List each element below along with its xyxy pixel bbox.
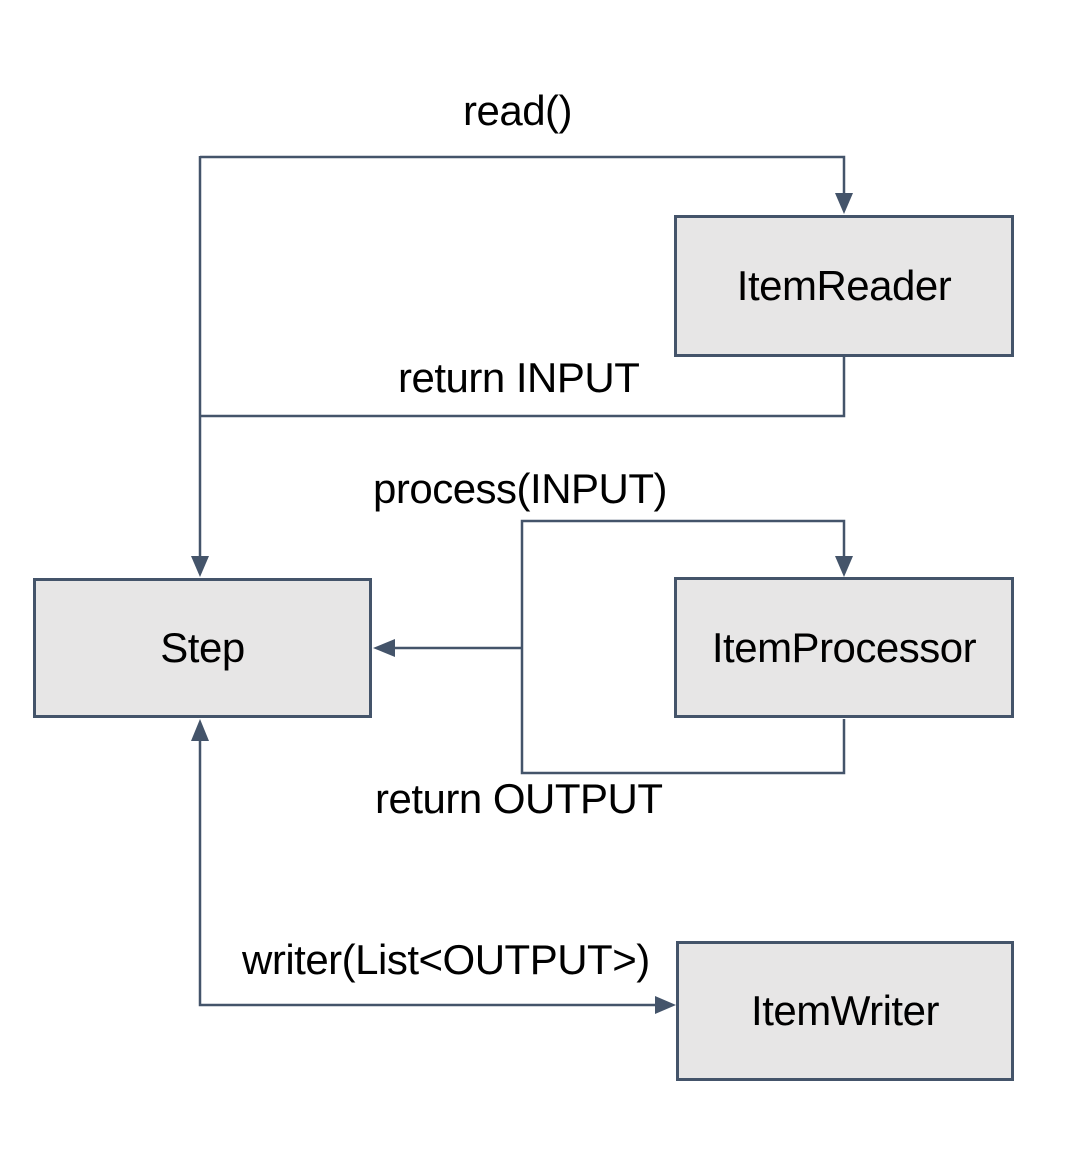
arrowhead-process-into-itemprocessor-icon [835, 556, 853, 577]
arrowhead-write-back-into-step-icon [191, 719, 209, 741]
edge-label-return-output: return OUTPUT [375, 775, 663, 822]
node-step: Step [33, 578, 372, 718]
node-step-label: Step [160, 624, 245, 671]
edge-return-input-line [200, 356, 846, 418]
edge-label-process: process(INPUT) [373, 465, 668, 512]
arrowhead-return-output-into-step-icon [373, 639, 395, 657]
edge-write-line [198, 740, 655, 1007]
node-item-processor: ItemProcessor [674, 577, 1014, 718]
node-item-writer: ItemWriter [676, 941, 1014, 1081]
node-item-writer-label: ItemWriter [751, 987, 939, 1034]
arrowhead-write-into-itemwriter-icon [655, 996, 676, 1014]
node-item-reader: ItemReader [674, 215, 1014, 357]
node-item-reader-label: ItemReader [736, 262, 952, 309]
arrowhead-read-into-itemreader-icon [835, 193, 853, 214]
arrowhead-return-input-into-step-icon [191, 556, 209, 577]
edge-read-line [200, 155, 846, 196]
edge-label-return-input: return INPUT [398, 354, 640, 401]
edge-label-write: writer(List<OUTPUT>) [242, 936, 650, 983]
node-item-processor-label: ItemProcessor [711, 623, 977, 671]
edge-label-read: read() [463, 87, 573, 134]
